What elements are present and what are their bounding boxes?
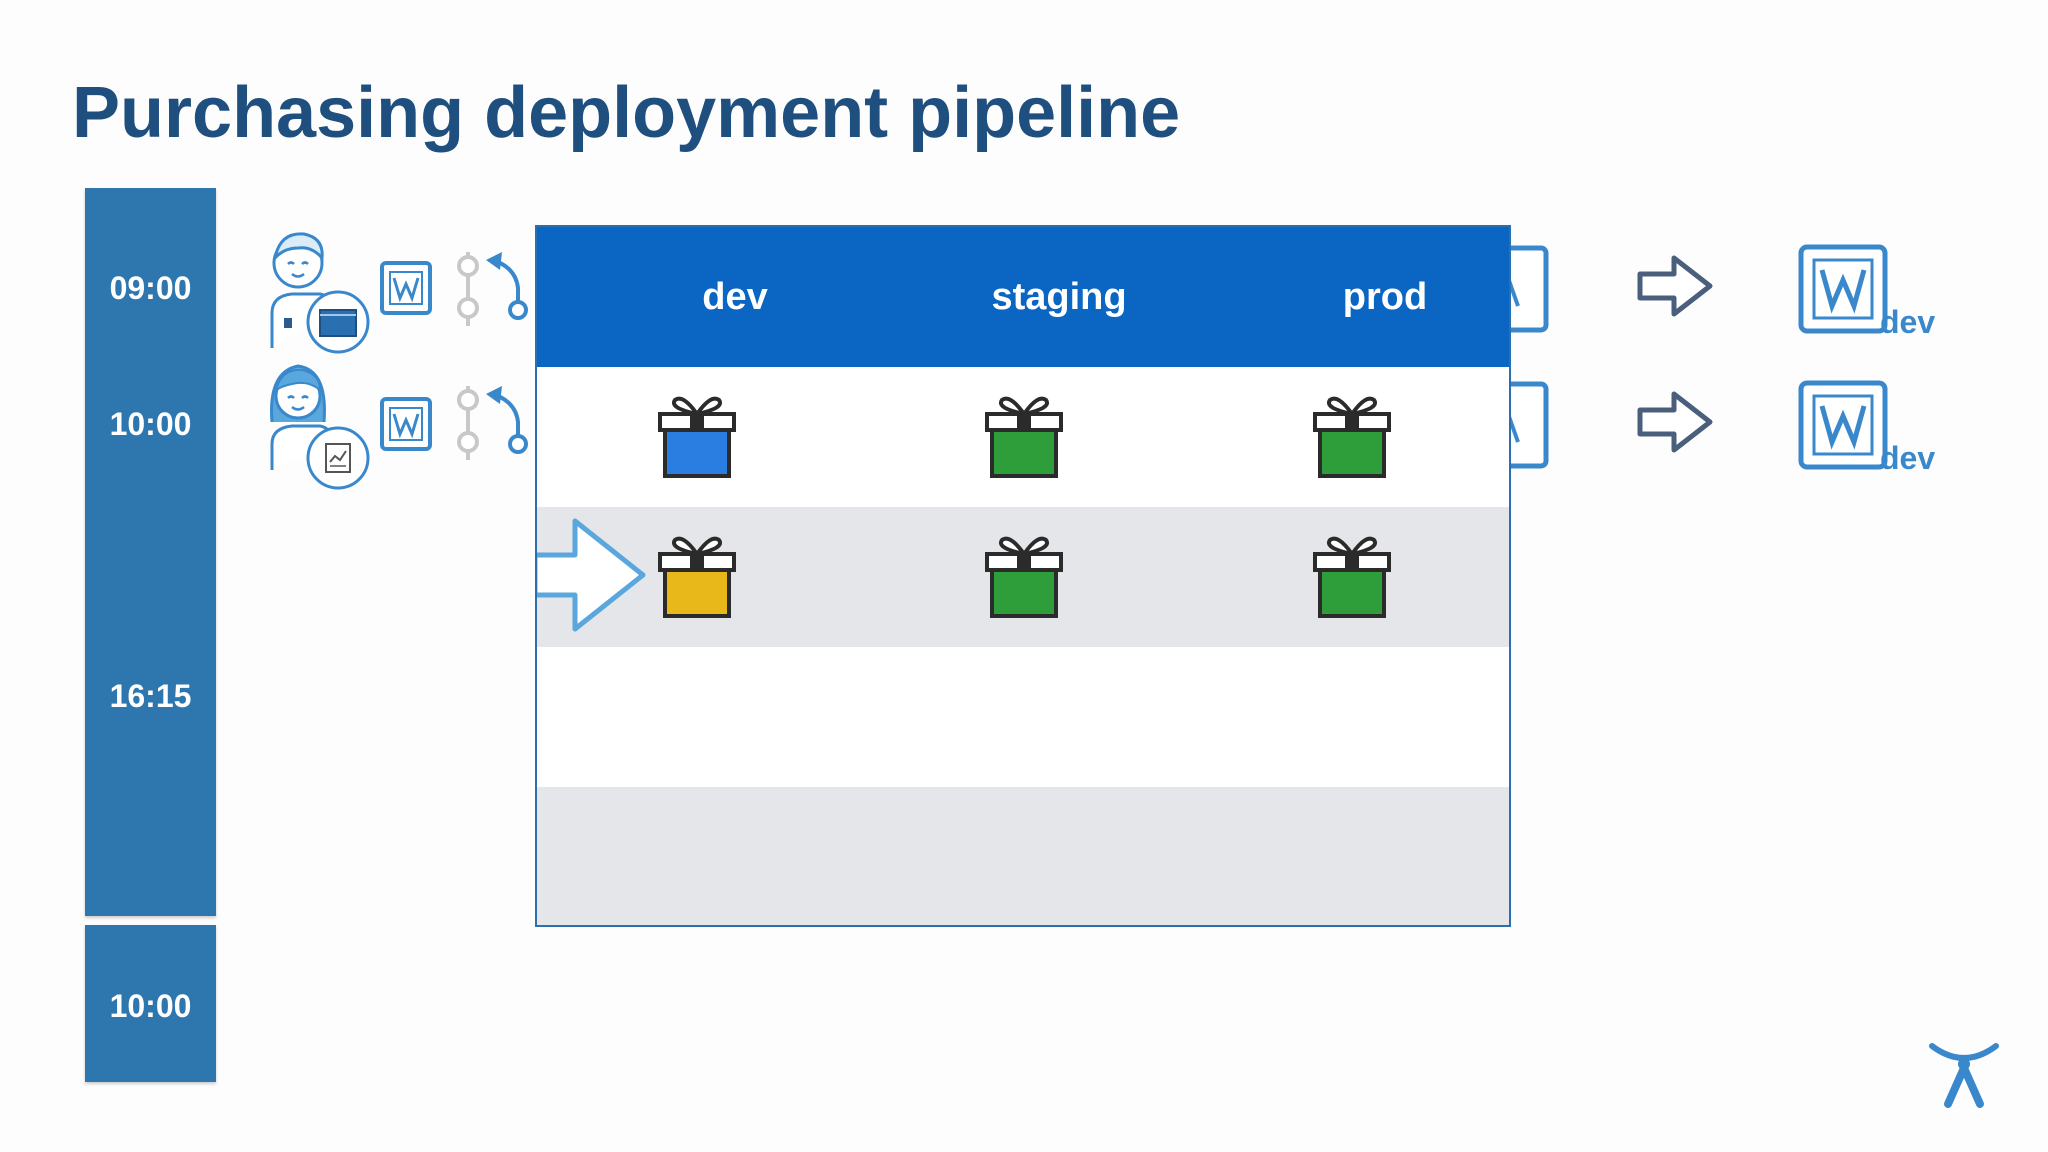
build-artifact-yellow-icon [657,532,737,620]
env-label-dev: dev [702,276,768,318]
war-file-icon [380,261,432,315]
empty-row [537,787,1509,925]
time-label-next: 10:00 [109,988,192,1024]
page-title: Purchasing deployment pipeline [72,73,1181,153]
timeline-next-bar [85,925,216,1082]
build-artifact-blue-icon [657,392,737,480]
build-artifact-green-icon [1312,392,1392,480]
deploy-arrow-icon [1637,255,1713,317]
env-label-prod: prod [1342,276,1428,318]
current-build-arrow-icon [537,518,646,632]
git-push-icon [457,386,528,460]
time-label: 10:00 [109,406,192,442]
git-push-icon [457,252,528,326]
deploy-arrow-icon [1637,391,1713,453]
deployment-env-tag: dev [1880,304,1936,340]
pipeline-board: dev staging prod [535,225,1511,927]
deployed-war-icon [1798,244,1888,334]
developer-chart-icon [270,364,370,490]
time-label: 09:00 [109,270,192,306]
build-artifact-green-icon [1312,532,1392,620]
deployed-war-icon [1798,380,1888,470]
deployment-env-tag: dev [1880,440,1936,476]
empty-row [537,647,1509,787]
environment-header: dev staging prod [537,227,1509,367]
developer-laptop-icon [270,232,370,354]
build-artifact-green-icon [984,532,1064,620]
war-file-icon [380,397,432,451]
build-artifact-green-icon [984,392,1064,480]
timeline-bar [85,188,216,916]
env-label-staging: staging [991,276,1127,318]
atlassian-logo-icon [1929,1043,1999,1108]
time-label: 16:15 [109,678,192,714]
